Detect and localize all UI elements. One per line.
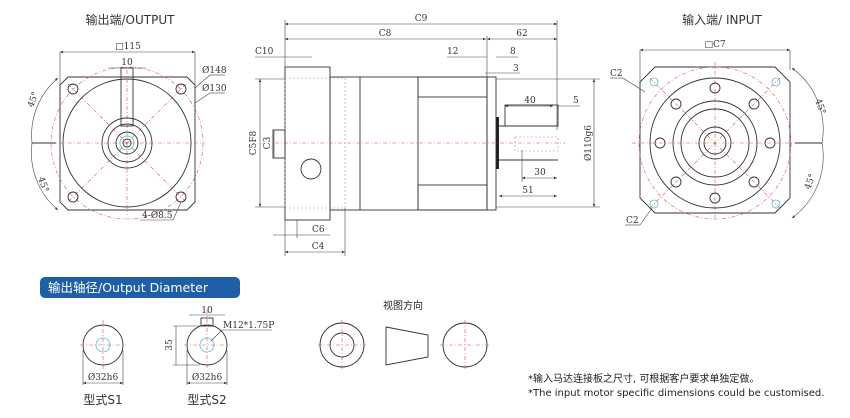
note-cn: *输入马达连接板之尺寸, 可根据客户要求单独定做。	[528, 372, 759, 385]
s2-key-dim: 10	[201, 306, 213, 316]
output-angle-1: 45°	[26, 91, 41, 109]
output-holes-dim: 4-Ø8.5	[142, 210, 173, 221]
view-direction-label: 视图方向	[383, 299, 423, 312]
input-c2-top: C2	[610, 69, 623, 79]
s2-label: 型式S2	[187, 393, 226, 407]
shaft-type-s1: Ø32h6 型式S1	[80, 320, 126, 407]
s2-thread: M12*1.75P	[223, 321, 274, 331]
dim-8: 8	[510, 47, 516, 57]
input-c2-bottom: C2	[626, 216, 639, 226]
output-d130: Ø130	[202, 83, 227, 94]
output-d148: Ø148	[202, 65, 227, 76]
output-angle-2: 45°	[35, 176, 50, 194]
dim-c3: C3	[263, 136, 273, 149]
dim-3: 3	[513, 64, 519, 74]
dim-c6: C6	[312, 225, 325, 235]
dim-c4: C4	[312, 242, 325, 252]
dim-40: 40	[524, 96, 536, 106]
s2-height-dim: 35	[165, 339, 175, 351]
view-direction: 视图方向	[318, 299, 490, 370]
side-view: C9 C8 62 C10 12 8 3 C5F8 C3 Ø110g6	[249, 14, 600, 256]
input-title: 输入端/ INPUT	[682, 12, 762, 27]
s1-diameter: Ø32h6	[88, 372, 119, 383]
dim-c8: C8	[379, 29, 392, 39]
shaft-type-s2: 10 35 M12*1.75P Ø32h6 型式S2	[165, 306, 274, 407]
input-angle-1: 45°	[812, 98, 827, 116]
output-title: 输出端/OUTPUT	[86, 12, 176, 27]
s2-diameter: Ø32h6	[192, 372, 223, 383]
s1-label: 型式S1	[83, 393, 122, 407]
bolt-holes	[649, 77, 781, 209]
output-view: 输出端/OUTPUT □115 10 Ø148 Ø130 45° 45° 4-Ø…	[26, 12, 226, 221]
dim-30: 30	[534, 168, 546, 178]
dim-51: 51	[522, 186, 533, 196]
output-diameter-badge: 输出轴径/Output Diameter	[40, 277, 240, 298]
dim-c5: C5F8	[249, 130, 259, 155]
input-view: 输入端/ INPUT □C7 C2 C2 45° 45°	[610, 12, 827, 226]
dim-5: 5	[573, 96, 579, 106]
output-key-dim: 10	[121, 58, 133, 68]
dim-shaft-dia: Ø110g6	[583, 125, 594, 161]
dim-c10: C10	[255, 47, 274, 57]
input-square-dim: □C7	[704, 40, 725, 50]
dim-12: 12	[447, 47, 458, 57]
dim-c9: C9	[415, 14, 428, 24]
note-en: *The input motor specific dimensions cou…	[528, 388, 824, 399]
output-square-dim: □115	[115, 42, 141, 52]
dim-62: 62	[516, 29, 527, 39]
